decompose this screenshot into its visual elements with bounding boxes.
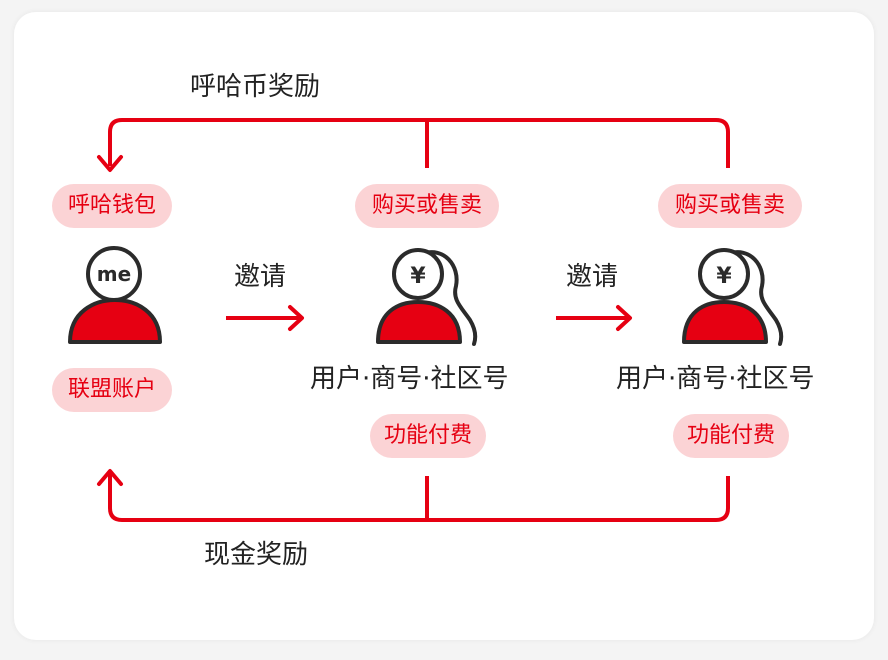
- yen-symbol-1: ¥: [410, 264, 426, 289]
- wallet-tag: 呼哈钱包: [52, 184, 172, 228]
- top-reward-label: 呼哈币奖励: [190, 72, 321, 102]
- top-arrowhead: [97, 155, 123, 172]
- users-group-icon-1: ¥: [376, 248, 478, 346]
- yen-symbol-2: ¥: [716, 264, 732, 289]
- alliance-account-tag: 联盟账户: [52, 368, 172, 412]
- buy-sell-tag-2: 购买或售卖: [658, 184, 802, 228]
- user-account-types-label-2: 用户·商号·社区号: [616, 364, 815, 394]
- bottom-reward-line: [108, 474, 730, 522]
- bottom-arrowhead: [97, 469, 123, 486]
- me-avatar-icon: me: [68, 246, 162, 344]
- bottom-reward-label: 现金奖励: [204, 540, 309, 570]
- user-account-types-label-1: 用户·商号·社区号: [310, 364, 509, 394]
- feature-payment-tag-2: 功能付费: [673, 414, 789, 458]
- top-reward-line: [108, 118, 730, 168]
- invite-label-2: 邀请: [566, 262, 619, 292]
- buy-sell-tag-1: 购买或售卖: [355, 184, 499, 228]
- invite-arrow-2: [556, 305, 632, 331]
- avatar-me-text: me: [97, 262, 131, 286]
- feature-payment-tag-1: 功能付费: [370, 414, 486, 458]
- invite-arrow-1: [226, 305, 304, 331]
- users-group-icon-2: ¥: [682, 248, 784, 346]
- invite-label-1: 邀请: [234, 262, 287, 292]
